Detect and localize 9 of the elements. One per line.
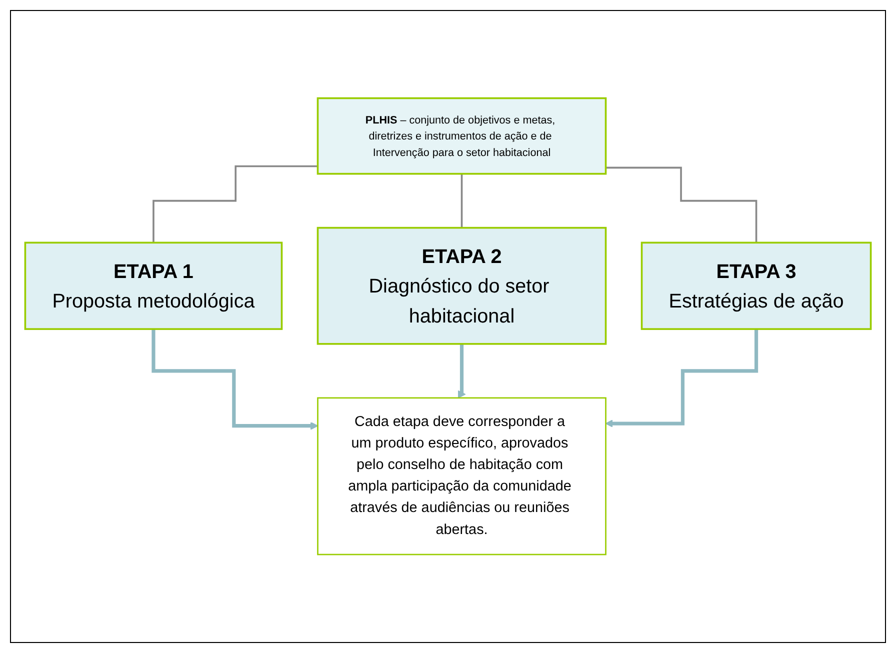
node-box: ETAPA 3 Estratégias de ação [640, 242, 872, 330]
node-box: PLHIS – conjunto de objetivos e metas, diretrizes e instrumentos de ação e de Intervenção para o setor habitacional [316, 97, 607, 175]
arrow [458, 342, 466, 398]
node-box: Cada etapa deve corresponder a um produto específico, aprovados pelo conselho de habitação com ampla participação da comunidade através de audiências ou reuniões abertas. [317, 397, 606, 556]
connector [606, 166, 758, 244]
node-box: ETAPA 2 Diagnóstico do setor habitacional [316, 227, 607, 345]
node-box: ETAPA 1 Proposta metodológica [24, 242, 283, 330]
connector [152, 166, 318, 244]
connector [460, 173, 463, 229]
